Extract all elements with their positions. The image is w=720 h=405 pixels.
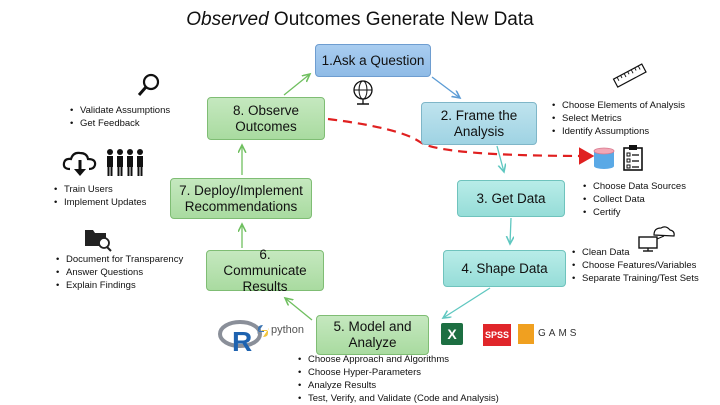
step-7-deploy[interactable]: 7. Deploy/Implement Recommendations xyxy=(170,178,312,219)
spss-text: SPSS xyxy=(484,330,509,340)
arrow-8-1 xyxy=(283,74,310,96)
arrow-4-5 xyxy=(443,287,491,318)
step-6-label: 6. Communicate Results xyxy=(223,246,307,294)
database-icon xyxy=(593,147,615,169)
people-icon xyxy=(107,149,143,176)
list-item: Document for Transparency xyxy=(56,253,183,266)
step-2-frame-analysis[interactable]: 2. Frame the Analysis xyxy=(421,102,537,145)
step-3-label: 3. Get Data xyxy=(476,190,546,206)
list-item: Train Users xyxy=(54,183,146,196)
list-item: Choose Features/Variables xyxy=(572,259,699,272)
globe-icon xyxy=(353,80,373,105)
shape-bullets: Clean Data Choose Features/Variables Sep… xyxy=(572,246,699,285)
r-logo-letter: R xyxy=(232,326,252,355)
step-5-model-analyze[interactable]: 5. Model and Analyze xyxy=(316,315,429,355)
python-label: python xyxy=(271,324,305,336)
list-item: Choose Approach and Algorithms xyxy=(298,353,499,366)
list-item: Certify xyxy=(583,206,686,219)
list-item: Select Metrics xyxy=(552,112,685,125)
step-1-label: 1.Ask a Question xyxy=(321,52,425,68)
list-item: Implement Updates xyxy=(54,196,146,209)
clipboard-icon xyxy=(623,145,643,171)
list-item: Choose Data Sources xyxy=(583,180,686,193)
excel-logo: X xyxy=(441,323,463,345)
ruler-icon xyxy=(612,63,647,88)
communicate-bullets: Document for Transparency Answer Questio… xyxy=(56,253,183,292)
frame-bullets: Choose Elements of Analysis Select Metri… xyxy=(552,99,685,138)
step-8-label: 8. Observe Outcomes xyxy=(232,102,300,134)
excel-letter: X xyxy=(447,326,457,342)
step-2-label: 2. Frame the Analysis xyxy=(440,107,518,139)
list-item: Answer Questions xyxy=(56,266,183,279)
gams-logo xyxy=(518,324,534,344)
gams-label: GAMS xyxy=(538,328,580,339)
get-bullets: Choose Data Sources Collect Data Certify xyxy=(583,180,686,219)
deploy-bullets: Train Users Implement Updates xyxy=(54,183,146,209)
list-item: Explain Findings xyxy=(56,279,183,292)
step-5-label: 5. Model and Analyze xyxy=(333,319,412,350)
title-rest: Outcomes Generate New Data xyxy=(268,9,534,30)
step-4-label: 4. Shape Data xyxy=(461,260,548,276)
page-title: Observed Outcomes Generate New Data xyxy=(0,9,720,31)
step-6-communicate[interactable]: 6. Communicate Results xyxy=(206,247,324,294)
list-item: Separate Training/Test Sets xyxy=(572,272,699,285)
list-item: Validate Assumptions xyxy=(70,104,170,117)
folder-search-icon xyxy=(85,230,112,252)
magnifier-icon xyxy=(137,73,160,96)
model-bullets: Choose Approach and Algorithms Choose Hy… xyxy=(298,353,499,405)
list-item: Choose Hyper-Parameters xyxy=(298,366,499,379)
cloud-download-icon xyxy=(62,151,97,176)
list-item: Test, Verify, and Validate (Code and Ana… xyxy=(298,392,499,405)
list-item: Clean Data xyxy=(572,246,699,259)
dashed-feedback-arrow xyxy=(327,117,595,165)
step-8-observe[interactable]: 8. Observe Outcomes xyxy=(207,97,325,140)
step-1-ask-question[interactable]: 1.Ask a Question xyxy=(315,44,431,77)
step-7-label: 7. Deploy/Implement Recommendations xyxy=(179,182,303,214)
list-item: Analyze Results xyxy=(298,379,499,392)
r-logo: R xyxy=(218,320,262,355)
python-icon xyxy=(257,325,269,337)
step-3-get-data[interactable]: 3. Get Data xyxy=(457,180,565,217)
arrow-2-3 xyxy=(496,145,504,172)
observe-bullets: Validate Assumptions Get Feedback xyxy=(70,104,170,130)
list-item: Get Feedback xyxy=(70,117,170,130)
cloud-computer-icon xyxy=(638,226,675,252)
list-item: Choose Elements of Analysis xyxy=(552,99,685,112)
step-4-shape-data[interactable]: 4. Shape Data xyxy=(443,250,566,287)
title-italic: Observed xyxy=(186,9,269,30)
list-item: Identify Assumptions xyxy=(552,125,685,138)
arrow-1-2 xyxy=(431,76,460,98)
list-item: Collect Data xyxy=(583,193,686,206)
arrow-5-6 xyxy=(285,298,313,321)
spss-logo: SPSS xyxy=(483,324,511,346)
arrow-3-4 xyxy=(510,217,511,244)
